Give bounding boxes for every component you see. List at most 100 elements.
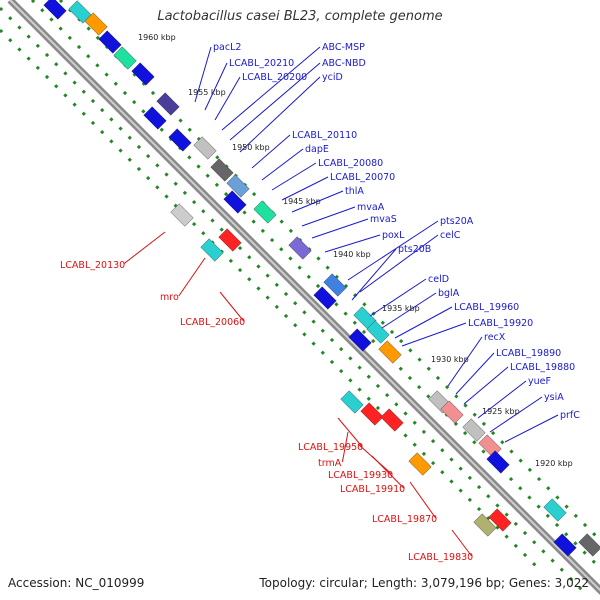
- gene-glyph: [553, 533, 577, 557]
- gene-glyph: [473, 513, 497, 537]
- gene-glyph: [98, 30, 122, 54]
- gene-label-reverse[interactable]: LCABL_19950: [298, 442, 363, 453]
- gene-label-forward[interactable]: LCABL_19890: [496, 348, 561, 359]
- gene-glyph: [323, 273, 347, 297]
- gene-label-forward[interactable]: LCABL_20200: [242, 72, 307, 83]
- gene-label-forward[interactable]: ABC-MSP: [322, 42, 365, 53]
- gene-glyph: [84, 12, 108, 36]
- gene-label-forward[interactable]: poxL: [382, 230, 405, 241]
- gene-leader-line: [337, 417, 362, 447]
- kbp-tick-label: 1955 kbp: [188, 88, 226, 97]
- gene-leader-line: [229, 62, 321, 141]
- gene-label-forward[interactable]: pts20A: [440, 216, 474, 227]
- gene-leader-line: [455, 352, 495, 395]
- gene-leader-line: [291, 190, 344, 213]
- dotted-track-forward-inner: [30, 0, 600, 570]
- gene-glyph: [288, 236, 312, 260]
- gene-glyph: [168, 128, 192, 152]
- kbp-tick-label: 1940 kbp: [333, 250, 371, 259]
- gene-label-forward[interactable]: yciD: [322, 72, 343, 83]
- gene-label-reverse[interactable]: LCABL_19870: [372, 514, 437, 525]
- gene-glyph: [131, 62, 155, 86]
- gene-label-forward[interactable]: mvaA: [357, 202, 385, 213]
- kbp-tick-label: 1945 kbp: [283, 197, 321, 206]
- gene-label-forward[interactable]: LCABL_20110: [292, 130, 357, 141]
- gene-label-reverse[interactable]: trmA: [318, 458, 342, 469]
- gene-leader-line: [504, 414, 559, 443]
- gene-label-forward[interactable]: LCABL_20080: [318, 158, 383, 169]
- gene-glyph: [380, 408, 404, 432]
- gene-label-forward[interactable]: celD: [428, 274, 449, 285]
- gene-label-reverse[interactable]: LCABL_19830: [408, 552, 473, 563]
- gene-glyph: [488, 508, 512, 532]
- gene-glyph: [143, 106, 167, 130]
- gene-label-forward[interactable]: mvaS: [370, 214, 397, 225]
- gene-label-forward[interactable]: LCABL_19880: [510, 362, 575, 373]
- gene-label-forward[interactable]: ysiA: [544, 392, 564, 403]
- gene-label-reverse[interactable]: LCABL_20060: [180, 317, 245, 328]
- gene-glyph: [113, 46, 137, 70]
- gene-leader-line: [219, 291, 244, 322]
- genome-backbone-highlight: [9, 0, 600, 592]
- gene-glyph: [408, 452, 432, 476]
- gene-glyph: [210, 158, 234, 182]
- gene-glyph: [226, 174, 250, 198]
- map-title: Lactobacillus casei BL23, complete genom…: [157, 9, 443, 24]
- gene-glyph: [462, 418, 486, 442]
- gene-leader-line: [489, 396, 543, 433]
- gene-label-reverse[interactable]: LCABL_19930: [328, 470, 393, 481]
- gene-leader-line: [271, 162, 317, 191]
- gene-leader-line: [204, 62, 228, 111]
- gene-leader-line: [281, 176, 329, 201]
- gene-leader-line: [371, 455, 404, 489]
- gene-label-reverse[interactable]: LCABL_20130: [60, 260, 125, 271]
- kbp-tick-label: 1925 kbp: [482, 407, 520, 416]
- dotted-track-reverse-outer: [0, 28, 542, 572]
- gene-label-forward[interactable]: dapE: [305, 144, 329, 155]
- gene-glyph: [223, 190, 247, 214]
- gene-leader-line: [311, 218, 369, 239]
- gene-glyph: [218, 228, 242, 252]
- gene-glyph: [378, 340, 402, 364]
- gene-label-forward[interactable]: celC: [440, 230, 461, 241]
- gene-leader-line: [194, 46, 212, 103]
- gene-leader-line: [409, 481, 437, 519]
- gene-leader-line: [369, 278, 427, 317]
- kbp-tick-label: 1930 kbp: [431, 355, 469, 364]
- gene-glyph: [170, 203, 194, 227]
- gene-glyph: [156, 92, 180, 116]
- gene-glyph: [440, 400, 464, 424]
- gene-leader-line: [351, 248, 397, 301]
- gene-leader-line: [214, 76, 241, 121]
- gene-glyph: [348, 328, 372, 352]
- gene-label-forward[interactable]: pts20B: [398, 244, 431, 255]
- gene-label-forward[interactable]: bglA: [438, 288, 460, 299]
- gene-label-forward[interactable]: LCABL_19920: [468, 318, 533, 329]
- gene-label-reverse[interactable]: mro: [160, 292, 179, 303]
- gene-label-forward[interactable]: ABC-NBD: [322, 58, 366, 69]
- gene-glyph: [543, 498, 567, 522]
- gene-leader-line: [123, 231, 166, 265]
- gene-glyph: [578, 533, 600, 557]
- gene-leader-line: [347, 220, 439, 281]
- gene-leader-line: [381, 292, 437, 329]
- gene-leader-line: [447, 336, 483, 387]
- gene-label-forward[interactable]: LCABL_19960: [454, 302, 519, 313]
- gene-label-forward[interactable]: LCABL_20070: [330, 172, 395, 183]
- gene-glyph: [486, 450, 510, 474]
- gene-glyph: [200, 238, 224, 262]
- gene-label-reverse[interactable]: LCABL_19910: [340, 484, 405, 495]
- gene-leader-line: [401, 322, 467, 347]
- gene-leader-line: [178, 257, 206, 297]
- gene-leader-line: [239, 76, 321, 153]
- kbp-tick-label: 1950 kbp: [232, 143, 270, 152]
- gene-label-forward[interactable]: prfC: [560, 410, 580, 421]
- gene-label-forward[interactable]: thlA: [345, 186, 364, 197]
- gene-label-forward[interactable]: LCABL_20210: [229, 58, 294, 69]
- gene-leader-line: [359, 234, 439, 293]
- kbp-tick-label: 1960 kbp: [138, 33, 176, 42]
- gene-label-forward[interactable]: pacL2: [213, 42, 241, 53]
- gene-label-forward[interactable]: recX: [484, 332, 506, 343]
- gene-label-forward[interactable]: yueF: [528, 376, 551, 387]
